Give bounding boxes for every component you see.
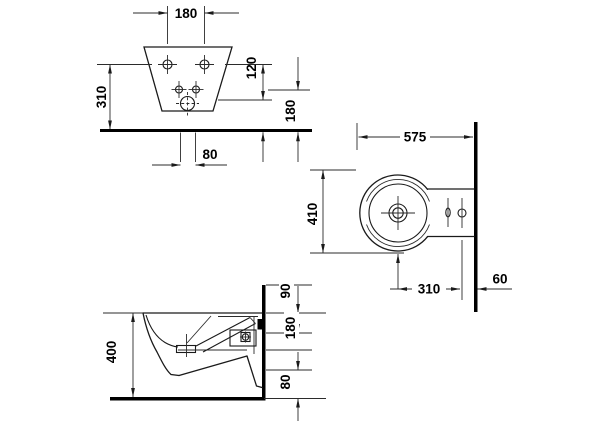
dim-label: 180 xyxy=(283,100,298,123)
dimension-side-chain: 90 180 80 xyxy=(266,280,326,421)
front-view: 180 310 120 180 xyxy=(94,6,312,167)
dimension-front-hole-spacing: 180 xyxy=(133,6,239,44)
dim-label: 80 xyxy=(202,147,217,162)
fixing-hole-icon xyxy=(158,55,177,74)
dim-label: 120 xyxy=(244,57,259,80)
dimension-front-lower-height: 180 xyxy=(261,57,310,162)
fixing-hole-icon xyxy=(457,198,467,300)
dim-label: 410 xyxy=(305,203,320,226)
drain-hole-icon xyxy=(381,196,415,230)
top-view: 575 xyxy=(305,122,512,312)
wall-gasket xyxy=(257,319,262,330)
dimension-front-hole-drop: 120 xyxy=(218,57,272,101)
bidet-front-outline xyxy=(143,46,233,112)
dim-label: 180 xyxy=(175,6,198,21)
wall-line xyxy=(474,122,478,312)
dim-label: 575 xyxy=(404,130,427,145)
fixing-hole-icon xyxy=(195,55,214,74)
dim-label: 310 xyxy=(94,86,109,109)
dimension-top-width: 410 xyxy=(305,169,404,254)
dimension-side-height: 400 xyxy=(103,312,143,397)
dimension-top-center-offset: 310 xyxy=(390,254,460,297)
bidet-side-outline xyxy=(142,312,263,389)
drain-hole-icon xyxy=(176,92,199,116)
fixing-hole-icon xyxy=(171,81,187,98)
fixing-hole-icon xyxy=(188,81,204,98)
dimension-top-wall-offset: 60 xyxy=(477,272,512,291)
dim-label: 180 xyxy=(283,317,298,340)
dimension-front-drain-width: 80 xyxy=(152,132,227,167)
dim-label: 310 xyxy=(418,282,441,297)
floor-line xyxy=(100,129,312,132)
dim-label: 80 xyxy=(278,374,293,389)
bidet-top-outline xyxy=(359,174,475,252)
floor-line xyxy=(110,397,264,401)
dimension-top-depth: 575 xyxy=(356,123,473,150)
wall-line xyxy=(262,285,266,401)
dim-label: 90 xyxy=(278,283,293,298)
side-view: 400 90 180 80 xyxy=(103,280,326,421)
dim-label: 400 xyxy=(104,341,119,364)
fixing-hole-icon xyxy=(445,198,451,227)
dim-label: 60 xyxy=(492,272,507,287)
dimension-front-height: 310 xyxy=(94,64,152,130)
